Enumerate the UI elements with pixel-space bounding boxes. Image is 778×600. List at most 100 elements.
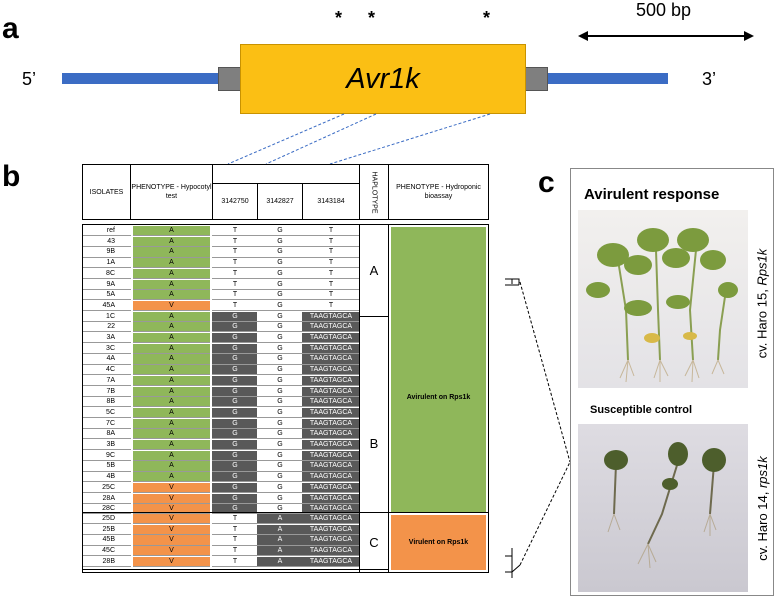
table-cell-s2: G bbox=[257, 258, 303, 269]
table-cell-ph: V bbox=[133, 300, 210, 312]
header-pos-1: 3142750 bbox=[212, 183, 258, 220]
table-cell-s1: G bbox=[212, 407, 258, 419]
table-cell-s3: T bbox=[302, 258, 360, 269]
three-prime-label: 3’ bbox=[702, 69, 717, 89]
table-cell-s3: TAAGTAGCA bbox=[302, 354, 360, 365]
table-cell-ph: A bbox=[133, 311, 210, 322]
table-cell-s1: T bbox=[212, 236, 258, 247]
table-cell-s1: G bbox=[212, 365, 258, 376]
table-cell-ph: A bbox=[133, 386, 210, 397]
table-cell-s2: G bbox=[257, 333, 303, 344]
table-cell-s1: G bbox=[212, 482, 258, 493]
table-cell-s3: T bbox=[302, 236, 360, 247]
table-cell-ph: A bbox=[133, 247, 210, 258]
table-cell-s2: A bbox=[257, 535, 303, 546]
table-cell-iso: 43 bbox=[82, 236, 131, 247]
table-cell-iso: 25B bbox=[82, 524, 131, 535]
table-cell-ph: V bbox=[133, 524, 210, 535]
table-cell-s3: T bbox=[302, 268, 360, 279]
table-cell-s3: TAAGTAGCA bbox=[302, 504, 360, 515]
cultivar-gene: rps1k bbox=[754, 455, 770, 488]
table-cell-s2: G bbox=[257, 482, 303, 493]
five-prime-label: 5’ bbox=[22, 69, 37, 89]
susceptible-cultivar-label: cv. Haro 14, rps1k bbox=[751, 424, 773, 592]
table-cell-iso: 5A bbox=[82, 290, 131, 301]
table-cell-s2: A bbox=[257, 524, 303, 535]
gene-downstream-line bbox=[546, 73, 668, 84]
table-cell-ph: A bbox=[133, 375, 210, 386]
table-cell-s2: G bbox=[257, 311, 303, 322]
table-cell-s2: G bbox=[257, 236, 303, 247]
avirulent-cultivar-label: cv. Haro 15, Rps1k bbox=[751, 214, 773, 392]
table-cell-iso: 3A bbox=[82, 333, 131, 344]
table-cell-s1: T bbox=[212, 247, 258, 258]
table-cell-s1: G bbox=[212, 354, 258, 365]
table-cell-iso: 5B bbox=[82, 461, 131, 472]
table-cell-s2: G bbox=[257, 268, 303, 279]
susceptible-plant-photo bbox=[578, 424, 748, 592]
snp-star-1: * bbox=[335, 8, 343, 28]
table-cell-s3: TAAGTAGCA bbox=[302, 311, 360, 322]
table-cell-s2: G bbox=[257, 386, 303, 397]
table-cell-s1: G bbox=[212, 311, 258, 322]
virulent-block: Virulent on Rps1k bbox=[391, 515, 486, 570]
table-cell-iso: 28C bbox=[82, 504, 131, 515]
table-cell-s1: T bbox=[212, 290, 258, 301]
table-cell-s3: TAAGTAGCA bbox=[302, 407, 360, 419]
table-cell-ph: A bbox=[133, 226, 210, 237]
header-isolates: ISOLATES bbox=[82, 164, 131, 220]
table-cell-s3: TAAGTAGCA bbox=[302, 524, 360, 535]
table-cell-iso: 7C bbox=[82, 418, 131, 429]
table-cell-iso: 8B bbox=[82, 397, 131, 408]
table-cell-s1: G bbox=[212, 461, 258, 472]
table-cell-s1: T bbox=[212, 258, 258, 269]
table-cell-iso: 28B bbox=[82, 556, 131, 567]
table-cell-s3: T bbox=[302, 247, 360, 258]
table-cell-ph: A bbox=[133, 322, 210, 333]
table-cell-iso: 25D bbox=[82, 514, 131, 525]
virulent-label: Virulent on Rps1k bbox=[408, 539, 469, 546]
table-cell-ph: V bbox=[133, 514, 210, 525]
table-cell-s2: G bbox=[257, 365, 303, 376]
table-cell-iso: 22 bbox=[82, 322, 131, 333]
table-cell-s2: G bbox=[257, 407, 303, 419]
table-cell-iso: 4C bbox=[82, 365, 131, 376]
table-cell-ph: A bbox=[133, 450, 210, 461]
table-cell-s1: T bbox=[212, 556, 258, 567]
table-cell-s3: TAAGTAGCA bbox=[302, 429, 360, 440]
table-cell-ph: A bbox=[133, 407, 210, 419]
table-cell-s1: G bbox=[212, 429, 258, 440]
table-cell-s2: G bbox=[257, 247, 303, 258]
table-cell-s2: G bbox=[257, 493, 303, 504]
table-cell-iso: 45A bbox=[82, 300, 131, 312]
table-cell-s2: A bbox=[257, 556, 303, 567]
table-cell-ph: V bbox=[133, 535, 210, 546]
table-cell-s2: G bbox=[257, 375, 303, 386]
table-cell-iso: 9C bbox=[82, 450, 131, 461]
avirulent-block: Avirulent on Rps1k bbox=[391, 227, 486, 567]
header-haplotype-text: HAPLOTYPE bbox=[370, 170, 378, 214]
table-cell-ph: A bbox=[133, 429, 210, 440]
table-cell-iso: 1A bbox=[82, 258, 131, 269]
table-cell-iso: ref bbox=[82, 226, 131, 237]
table-cell-s3: T bbox=[302, 300, 360, 312]
table-cell-ph: V bbox=[133, 556, 210, 567]
header-pos-2: 3142827 bbox=[257, 183, 303, 220]
table-cell-s3: T bbox=[302, 226, 360, 237]
table-cell-iso: 5C bbox=[82, 407, 131, 419]
table-cell-ph: A bbox=[133, 279, 210, 290]
table-cell-iso: 4A bbox=[82, 354, 131, 365]
table-cell-s2: A bbox=[257, 514, 303, 525]
snp-star-2: * bbox=[368, 8, 376, 28]
table-cell-s2: G bbox=[257, 322, 303, 333]
table-cell-ph: A bbox=[133, 472, 210, 483]
table-cell-ph: A bbox=[133, 290, 210, 301]
scale-label: 500 bp bbox=[636, 0, 692, 20]
avirulent-label: Avirulent on Rps1k bbox=[406, 393, 471, 401]
table-cell-s1: G bbox=[212, 472, 258, 483]
table-cell-iso: 1C bbox=[82, 311, 131, 322]
table-cell-ph: A bbox=[133, 418, 210, 429]
table-cell-iso: 45C bbox=[82, 546, 131, 557]
table-cell-s2: G bbox=[257, 450, 303, 461]
